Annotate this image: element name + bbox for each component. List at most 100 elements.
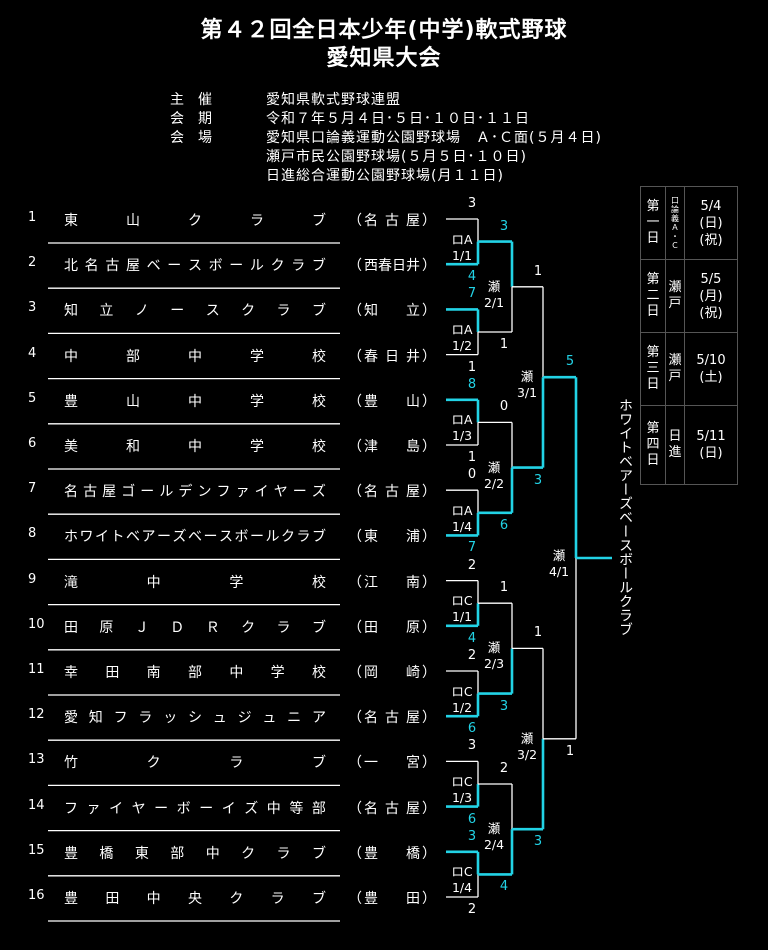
match-date: 3/1 bbox=[516, 385, 538, 401]
score-label: 1 bbox=[499, 580, 509, 596]
team-number: 3 bbox=[28, 300, 37, 316]
score-label: 1 bbox=[499, 337, 509, 352]
match-date: 2/4 bbox=[483, 837, 505, 853]
score-label: 5 bbox=[565, 354, 575, 370]
page-subtitle: 愛知県大会 bbox=[326, 46, 442, 71]
team-number: 2 bbox=[28, 255, 37, 271]
team-number: 6 bbox=[28, 436, 37, 451]
team-number: 9 bbox=[28, 571, 37, 587]
match-venue: ロA bbox=[451, 412, 473, 428]
schedule-venue: 瀬戸 bbox=[665, 332, 685, 406]
schedule-venue: 日進 bbox=[665, 405, 685, 485]
score-label: 7 bbox=[467, 540, 477, 556]
team-prefecture: （名古屋） bbox=[348, 484, 436, 501]
match-date: 1/4 bbox=[451, 880, 473, 896]
team-number: 11 bbox=[28, 662, 45, 677]
match-date: 1/3 bbox=[451, 428, 473, 444]
score-label: 3 bbox=[533, 834, 543, 850]
score-label: 6 bbox=[467, 721, 477, 737]
score-label: 0 bbox=[499, 399, 509, 415]
schedule-date-line: 5/4 bbox=[700, 198, 722, 214]
team-number: 16 bbox=[28, 888, 45, 903]
info-text-period: 令和７年５月４日･５日･１０日･１１日 bbox=[266, 111, 530, 127]
match-date: 4/1 bbox=[548, 564, 570, 579]
score-label: 4 bbox=[499, 879, 509, 895]
team-prefecture: （西春日井） bbox=[348, 258, 436, 275]
team-prefecture: （名古屋） bbox=[348, 710, 436, 727]
team-name: 豊橋東部中クラブ bbox=[64, 845, 326, 862]
score-label: 1 bbox=[467, 450, 477, 465]
info-text-venue-1: 愛知県口論義運動公園野球場 Ａ･Ｃ面(５月４日) bbox=[266, 130, 602, 146]
match-date: 1/4 bbox=[451, 518, 473, 534]
score-label: 4 bbox=[467, 269, 477, 285]
team-name: 知立ノースクラブ bbox=[64, 303, 326, 320]
match-venue: ロC bbox=[451, 593, 473, 609]
match-venue: 瀬 bbox=[552, 548, 566, 563]
match-venue: 瀬 bbox=[520, 730, 534, 746]
schedule-date-line: 5/11 bbox=[696, 429, 726, 444]
info-label-venue: 会 場 bbox=[170, 130, 212, 146]
score-label: 2 bbox=[499, 761, 509, 776]
score-label: 3 bbox=[499, 218, 509, 234]
score-label: 1 bbox=[565, 743, 575, 759]
match-venue: 瀬 bbox=[487, 821, 501, 837]
score-label: 1 bbox=[467, 359, 477, 375]
score-label: 8 bbox=[467, 376, 477, 392]
score-label: 3 bbox=[467, 738, 477, 754]
match-date: 1/2 bbox=[451, 699, 473, 715]
team-prefecture: （江南） bbox=[348, 574, 436, 591]
info-label-period: 会 期 bbox=[170, 111, 212, 127]
score-label: 3 bbox=[467, 828, 477, 844]
team-number: 5 bbox=[28, 390, 37, 406]
schedule-date-line: 5/5 bbox=[700, 271, 722, 287]
team-name: 中部中学校 bbox=[64, 348, 326, 365]
team-prefecture: （東浦） bbox=[348, 529, 436, 546]
team-number: 15 bbox=[28, 842, 45, 858]
match-date: 3/2 bbox=[516, 746, 538, 762]
schedule-date-line: (祝) bbox=[699, 232, 723, 248]
match-venue: ロC bbox=[451, 683, 473, 699]
team-name: 美和中学校 bbox=[64, 439, 326, 455]
score-label: 1 bbox=[533, 263, 543, 279]
score-label: 2 bbox=[467, 902, 477, 917]
team-prefecture: （名古屋） bbox=[348, 213, 436, 229]
team-name: 竹クラブ bbox=[64, 755, 326, 772]
match-venue: ロA bbox=[451, 502, 473, 518]
team-number: 1 bbox=[28, 210, 37, 225]
match-date: 2/2 bbox=[483, 475, 505, 491]
schedule-date: 5/4(日)(祝) bbox=[684, 186, 738, 260]
team-number: 4 bbox=[28, 345, 37, 361]
match-date: 1/1 bbox=[451, 609, 473, 625]
champion-name: ホワイトベアーズベースボールクラブ bbox=[617, 398, 633, 636]
team-name: 北名古屋ベースボールクラブ bbox=[64, 258, 326, 275]
schedule-date-line: (日) bbox=[699, 446, 723, 461]
match-venue: ロA bbox=[451, 231, 473, 247]
team-prefecture: （田原） bbox=[348, 619, 436, 636]
match-venue: 瀬 bbox=[487, 459, 501, 475]
team-prefecture: （知立） bbox=[348, 303, 436, 320]
info-label-host: 主 催 bbox=[170, 92, 212, 108]
score-label: 6 bbox=[499, 517, 509, 533]
info-text-venue-3: 日進総合運動公園野球場(月１１日) bbox=[266, 168, 504, 184]
team-prefecture: （津島） bbox=[348, 439, 436, 455]
match-venue: 瀬 bbox=[520, 369, 534, 385]
match-date: 2/3 bbox=[483, 656, 505, 672]
team-prefecture: （岡崎） bbox=[348, 665, 436, 681]
match-venue: 瀬 bbox=[487, 278, 501, 294]
team-prefecture: （豊田） bbox=[348, 891, 436, 907]
schedule-day: 第一日 bbox=[640, 186, 666, 260]
score-label: 3 bbox=[533, 472, 543, 488]
score-label: 7 bbox=[467, 286, 477, 302]
